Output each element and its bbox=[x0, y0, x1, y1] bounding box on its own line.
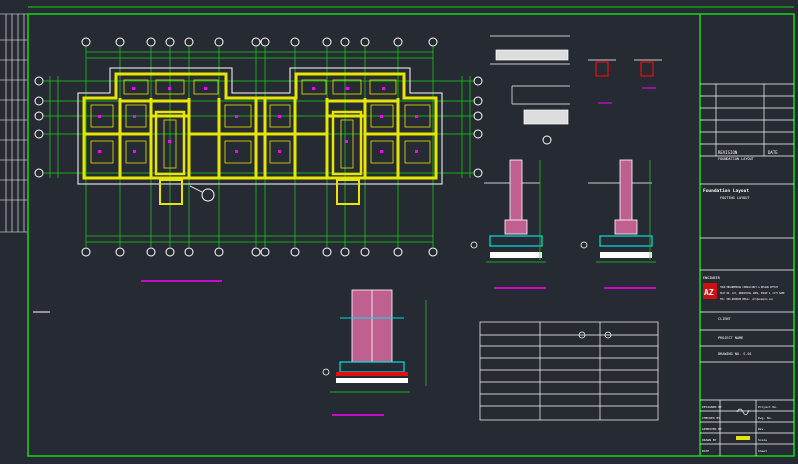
firm-line-3: TEL: 000-0000000 EMAIL: info@example.com bbox=[720, 298, 773, 301]
client-label: CLIENT bbox=[718, 317, 732, 321]
svg-text:CHECKED BY: CHECKED BY bbox=[702, 416, 720, 420]
section-callout bbox=[201, 188, 215, 202]
signature-scribble bbox=[736, 408, 750, 415]
drawing-no-label: DRAWING NO. S-01 bbox=[718, 352, 752, 356]
svg-text:DATE: DATE bbox=[702, 449, 709, 453]
foundation-plan bbox=[34, 37, 483, 282]
firm-logo: AZ bbox=[703, 283, 717, 299]
svg-text:DRAWN BY: DRAWN BY bbox=[702, 438, 717, 442]
beam-detail bbox=[490, 35, 570, 145]
firm-logo-text: AZ bbox=[704, 288, 714, 297]
firm-line-1: YOUR ENGINEERING CONSULTANCY & DESIGN OF… bbox=[720, 286, 779, 289]
svg-text:Scale: Scale bbox=[758, 438, 767, 442]
footing-section-2 bbox=[580, 159, 656, 289]
svg-text:Rev.: Rev. bbox=[758, 427, 765, 431]
inner-lines bbox=[90, 79, 431, 169]
revision-header: REVISION bbox=[718, 150, 738, 155]
firm-label: ENGINEER bbox=[703, 276, 721, 280]
revision-col-date: DATE bbox=[768, 150, 778, 155]
svg-text:APPROVED BY: APPROVED BY bbox=[702, 427, 722, 431]
svg-text:Sheet: Sheet bbox=[758, 449, 767, 453]
firm-line-2: PLOT NO. 123, INDUSTRIAL AREA, PHASE 2, … bbox=[720, 292, 785, 295]
svg-text:DESIGNED BY: DESIGNED BY bbox=[702, 405, 722, 409]
revision-row: FOUNDATION LAYOUT bbox=[718, 157, 755, 161]
left-margin-grid bbox=[0, 13, 28, 233]
footing-schedule-table bbox=[479, 321, 659, 421]
grid-bubbles-left bbox=[34, 76, 44, 178]
signature-rows-right: Project No. Dwg. No. Rev. Scale Sheet bbox=[758, 405, 778, 453]
title-block: REVISION DATE FOUNDATION LAYOUT Foundati… bbox=[700, 83, 794, 456]
footing-section-3 bbox=[322, 289, 427, 416]
drawing-title: Foundation Layout bbox=[703, 188, 749, 194]
svg-text:Project No.: Project No. bbox=[758, 405, 778, 409]
column-markers bbox=[98, 87, 418, 153]
column-section-details bbox=[588, 59, 662, 104]
dimension-lines bbox=[43, 46, 474, 248]
grid-bubbles-bottom bbox=[81, 247, 438, 257]
wall-footings bbox=[82, 72, 438, 205]
project-label: PROJECT NAME bbox=[718, 336, 743, 340]
signature-rows-left: DESIGNED BY CHECKED BY APPROVED BY DRAWN… bbox=[702, 405, 722, 453]
sheet-border bbox=[27, 13, 795, 457]
grid-bubbles-right bbox=[473, 76, 483, 178]
svg-text:Dwg. No.: Dwg. No. bbox=[758, 416, 773, 420]
footing-section-1 bbox=[470, 159, 546, 289]
grid-bubbles-top bbox=[81, 37, 438, 47]
approval-stamp bbox=[736, 436, 750, 440]
footing-outline bbox=[77, 67, 443, 185]
drawing-subtitle: FOOTING LAYOUT bbox=[720, 196, 750, 200]
